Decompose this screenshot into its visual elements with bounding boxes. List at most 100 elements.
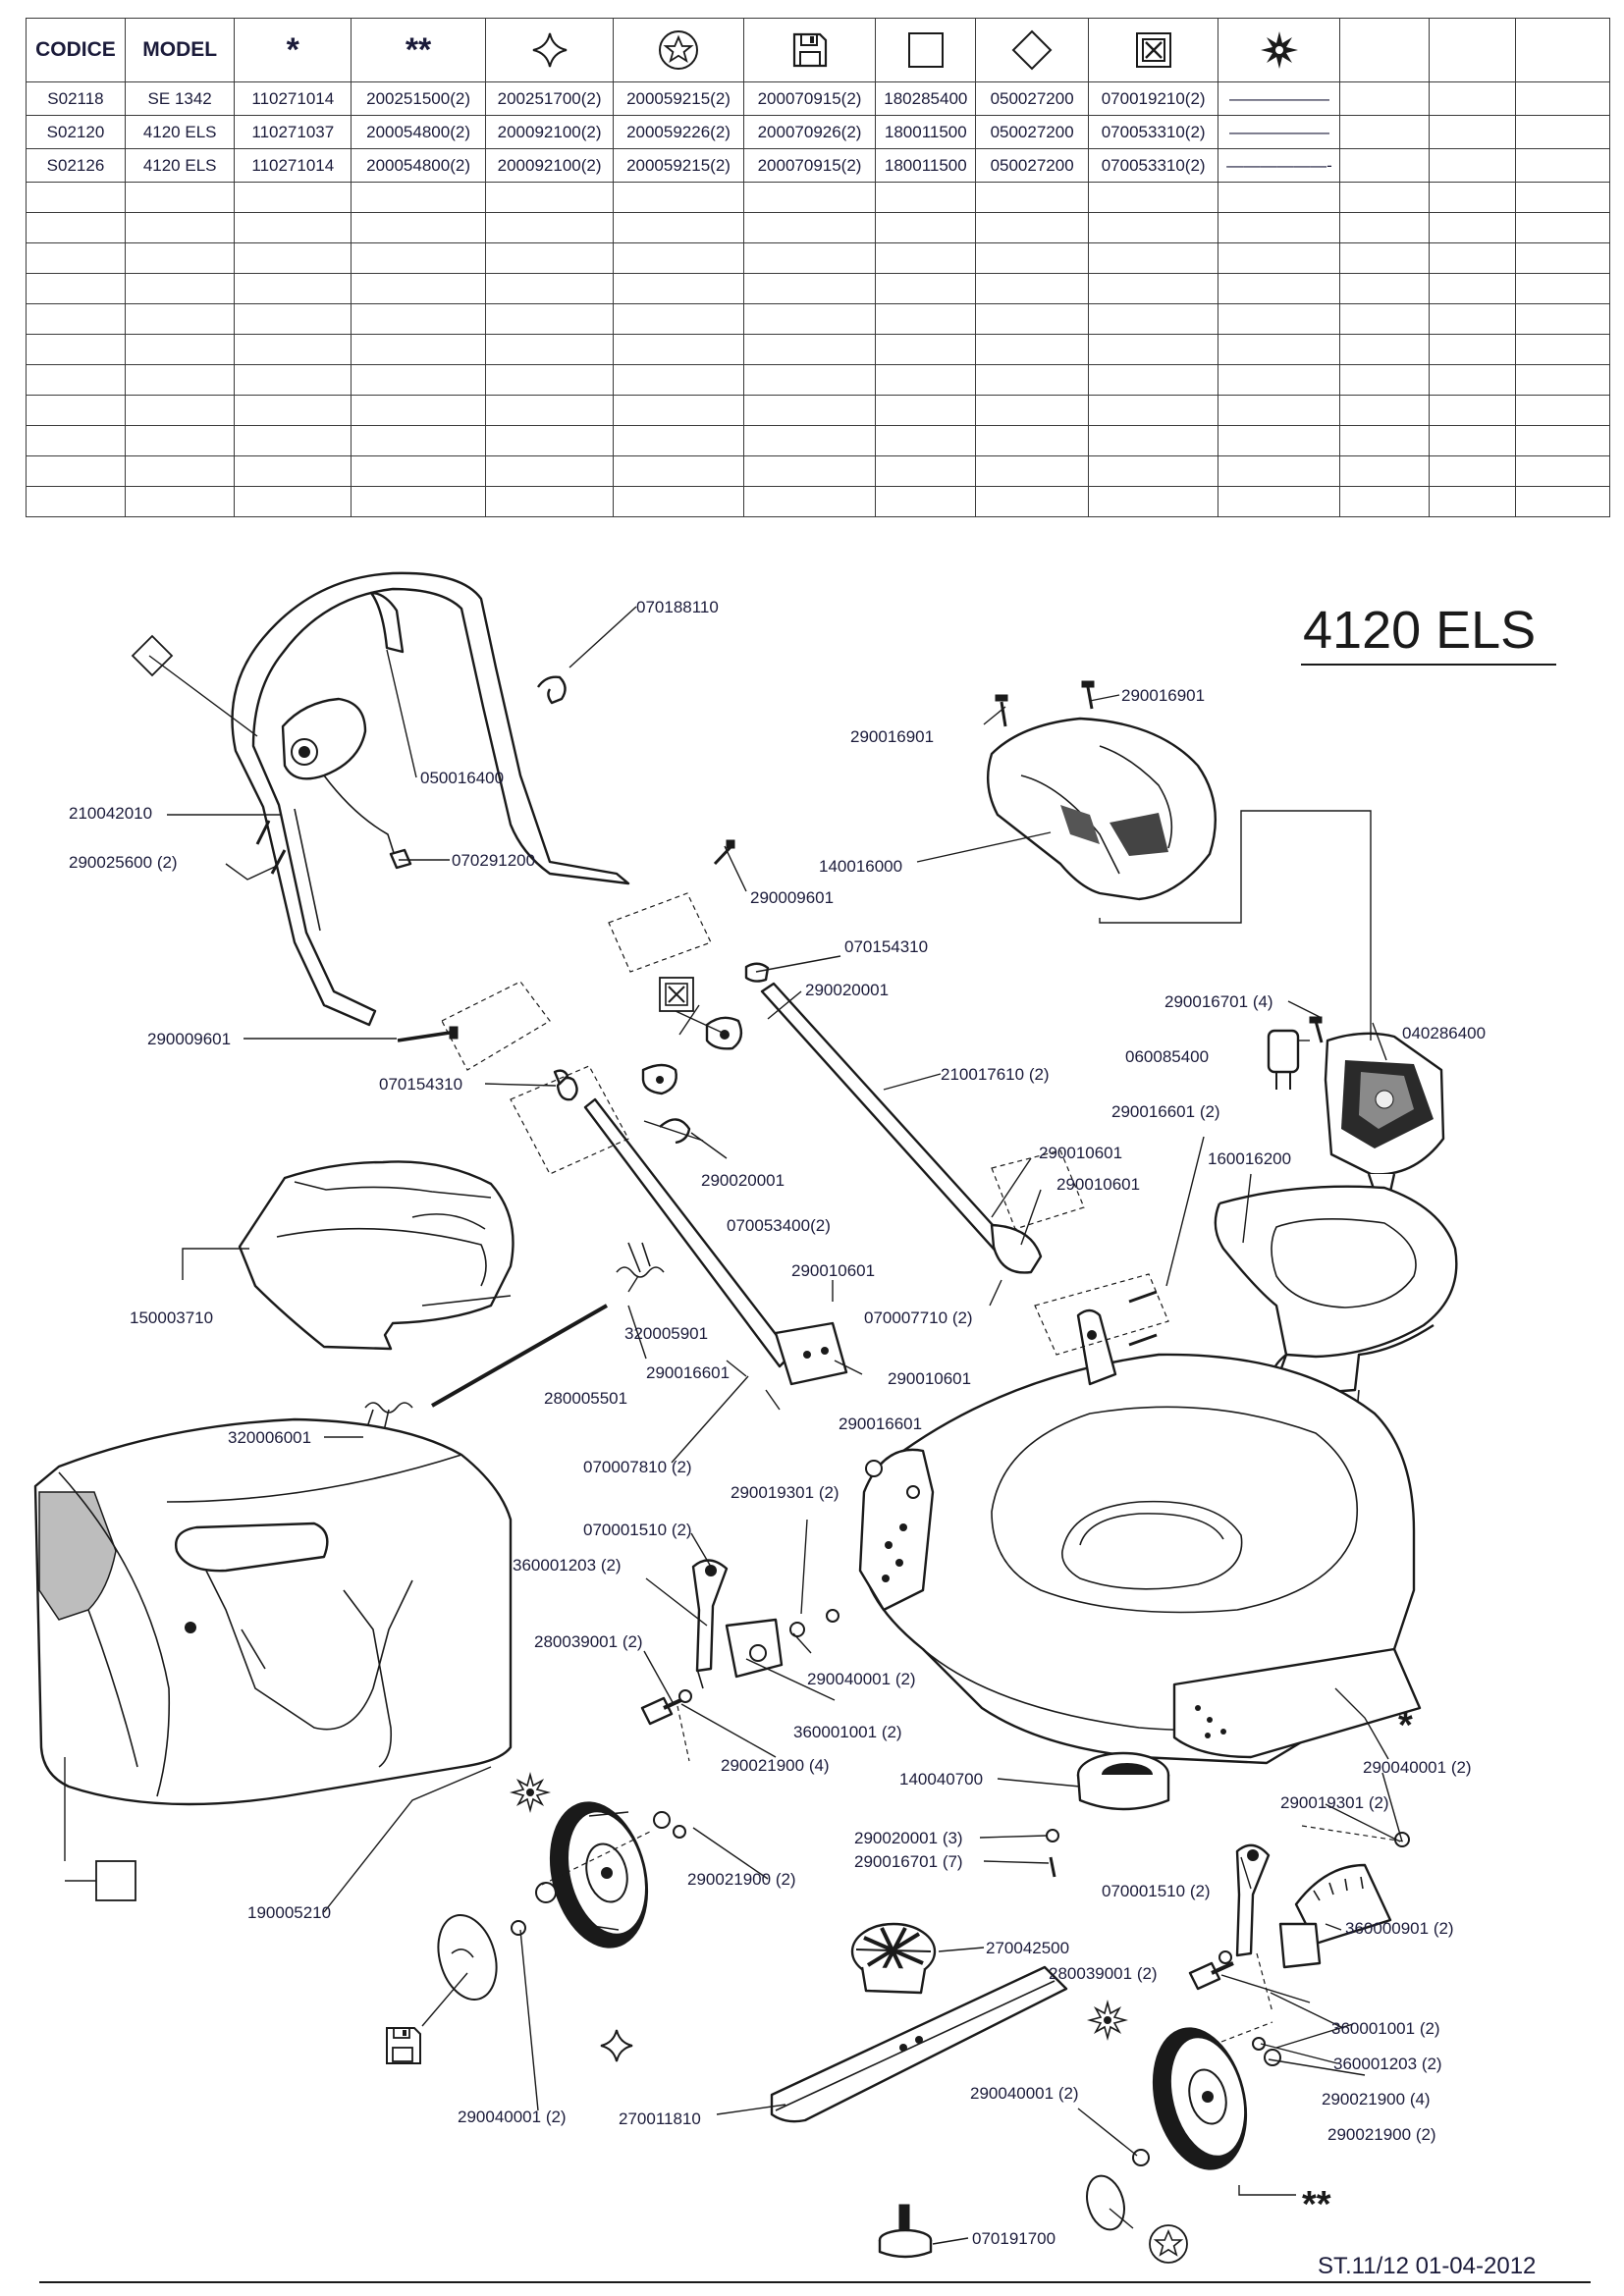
part-label: 290009601 [750,888,834,907]
table-cell-empty [742,395,877,426]
table-cell-empty [613,425,744,456]
rear-wheel-right [1152,2027,1248,2170]
table-cell-empty [124,212,236,243]
table-cell-empty [975,486,1089,517]
table-cell: 200070915(2) [742,81,877,116]
table-cell-empty [975,273,1089,304]
table-cell-empty [1515,334,1610,365]
table-cell-empty [1428,273,1517,304]
header-empty-3 [1515,18,1610,82]
table-cell-empty [1428,212,1517,243]
header-empty-square-icon [875,18,977,82]
part-label: 210042010 [69,804,152,823]
table-cell: 110271014 [234,148,352,183]
table-cell-empty [484,212,615,243]
table-cell-empty [613,303,744,335]
hub-caps [437,1914,1125,2231]
part-label: 290021900 (2) [687,1870,796,1889]
dashed-grouping-lines [441,892,1405,2043]
table-cell [1515,148,1610,183]
part-label: 290016601 (2) [1111,1102,1220,1121]
table-row-empty [26,182,1610,213]
table-cell-empty [875,364,977,396]
table-cell-empty [742,273,877,304]
table-cell-empty [484,334,615,365]
part-label: 290040001 (2) [1363,1758,1472,1777]
table-cell-empty [742,212,877,243]
table-cell-empty [484,182,615,213]
table-cell-empty [124,395,236,426]
table-cell-empty [742,425,877,456]
part-label: 070188110 [636,598,719,616]
part-label: 290016601 [839,1415,922,1433]
hinge-rod [431,1304,608,1408]
table-cell-empty [124,486,236,517]
blade-adapter-fan [850,1922,937,1995]
table-cell-empty [1339,212,1430,243]
table-cell [1428,148,1517,183]
table-cell: 200092100(2) [484,115,615,149]
part-label: 150003710 [130,1308,213,1327]
part-label: 290010601 [791,1261,875,1280]
table-cell-empty [975,182,1089,213]
table-row-empty [26,273,1610,304]
header-circled-star-icon [613,18,744,82]
table-cell: 110271014 [234,81,352,116]
part-label: 290016901 [850,727,934,746]
table-cell-empty [351,303,486,335]
part-label: 070001510 (2) [1102,1882,1211,1900]
table-cell: 200059215(2) [613,148,744,183]
table-cell-empty [484,395,615,426]
table-cell-empty [1428,486,1517,517]
table-cell: 180011500 [875,115,977,149]
table-cell-empty [26,273,126,304]
table-cell-empty [26,303,126,335]
part-label: 190005210 [247,1903,331,1922]
spiky-star-marker-left-icon [509,1771,552,1814]
table-cell-empty [975,303,1089,335]
table-cell-empty [351,395,486,426]
handle-switch-box [281,697,412,870]
cutting-blade [770,1965,1068,2123]
part-label: 290016901 [1121,686,1205,705]
deck-handle-bracket [1076,1290,1158,1386]
header-empty-1 [1339,18,1430,82]
table-cell-empty [234,334,352,365]
table-cell-empty [875,212,977,243]
table-cell-empty [1218,455,1341,487]
table-cell-empty [124,303,236,335]
table-row-empty [26,212,1610,243]
table-cell: 200092100(2) [484,148,615,183]
table-cell-empty [26,334,126,365]
table-cell-empty [875,395,977,426]
header-empty-2 [1428,18,1517,82]
part-label: 290016701 (4) [1164,992,1273,1011]
table-cell: 050027200 [975,115,1089,149]
table-cell-empty [1339,425,1430,456]
table-cell: 180011500 [875,148,977,183]
table-cell-empty [975,425,1089,456]
table-cell: 050027200 [975,81,1089,116]
empty-square-marker-icon [95,1860,136,1901]
part-label: 270042500 [986,1939,1069,1957]
table-cell: 200059226(2) [613,115,744,149]
header-model: MODEL [124,18,236,82]
table-cell: 050027200 [975,148,1089,183]
table-cell: 070019210(2) [1087,81,1219,116]
table-cell-empty [613,486,744,517]
part-label: 360001203 (2) [513,1556,622,1575]
table-cell-empty [875,303,977,335]
cable-clip [537,675,567,705]
table-cell-empty [26,455,126,487]
table-cell-empty [613,212,744,243]
part-label: 290009601 [147,1030,231,1048]
table-cell-empty [1515,425,1610,456]
table-cell [1428,115,1517,149]
table-cell: 110271037 [234,115,352,149]
table-cell-empty [124,182,236,213]
crossed-square-marker-icon [659,977,694,1012]
part-label: 290020001 [805,981,889,999]
electric-motor [1324,1032,1445,1194]
